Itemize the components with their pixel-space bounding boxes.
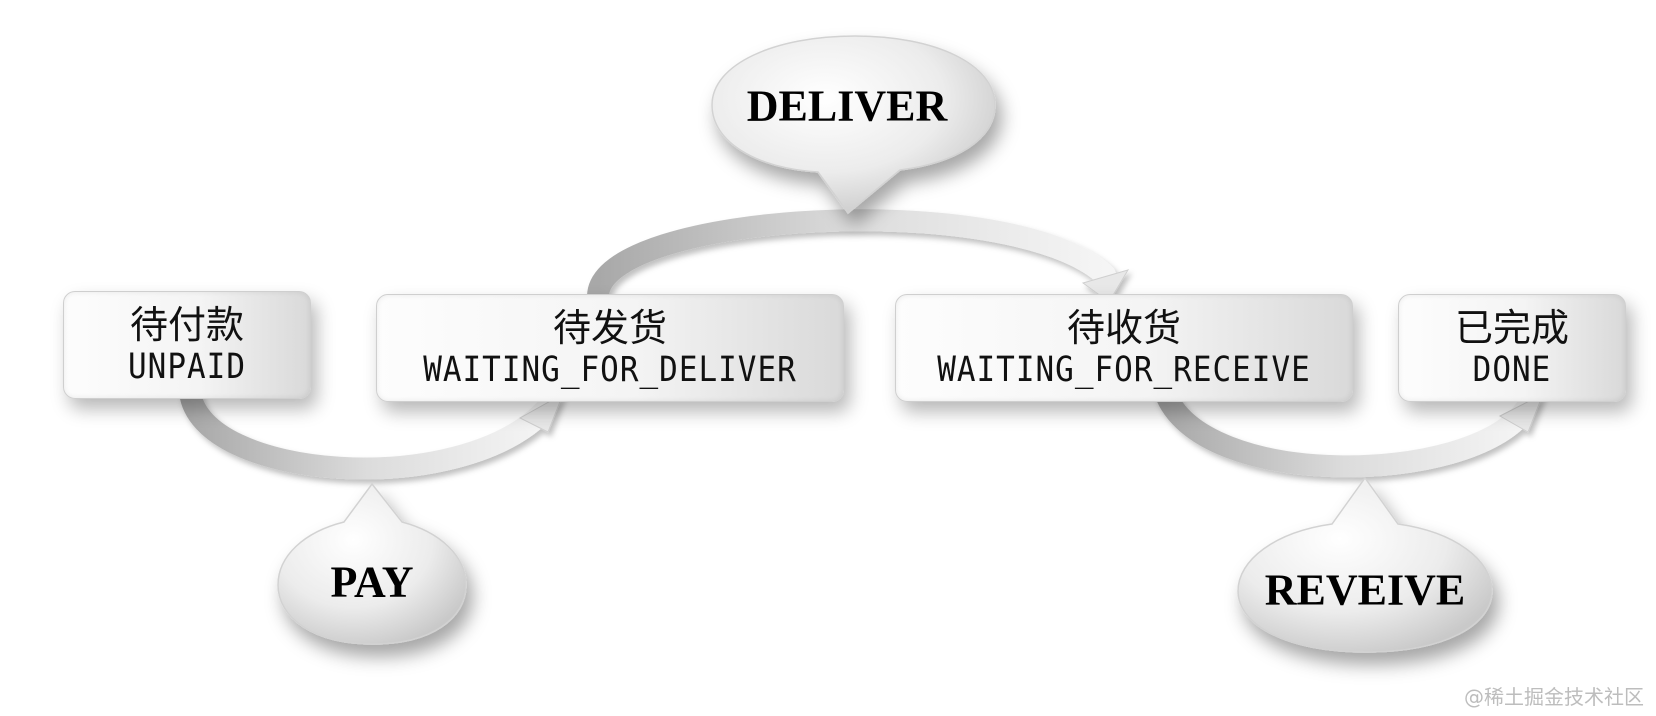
state-waiting-for-deliver-cn: 待发货 [552, 306, 667, 350]
watermark: @稀土掘金技术社区 [1464, 685, 1644, 709]
state-done-en: DONE [1472, 349, 1552, 391]
state-waiting-for-receive: 待收货 WAITING_FOR_RECEIVE [895, 294, 1353, 402]
deliver-arrow [587, 209, 1130, 307]
transition-label-pay: PAY [330, 557, 414, 607]
pay-bubble [277, 482, 467, 645]
state-unpaid: 待付款 UNPAID [63, 291, 311, 399]
receive-arrow [1154, 381, 1544, 478]
state-waiting-for-receive-cn: 待收货 [1066, 306, 1181, 350]
deliver-bubble [711, 35, 996, 215]
receive-bubble [1237, 476, 1493, 653]
transition-label-deliver: DELIVER [746, 81, 948, 131]
transition-label-receive: REVEIVE [1264, 565, 1466, 615]
state-done: 已完成 DONE [1398, 294, 1626, 402]
state-waiting-for-deliver-en: WAITING_FOR_DELIVER [423, 349, 797, 391]
state-waiting-for-receive-en: WAITING_FOR_RECEIVE [937, 349, 1311, 391]
state-unpaid-en: UNPAID [128, 346, 246, 388]
state-waiting-for-deliver: 待发货 WAITING_FOR_DELIVER [376, 294, 844, 402]
pay-arrow [179, 381, 564, 480]
state-unpaid-cn: 待付款 [129, 303, 244, 347]
state-done-cn: 已完成 [1454, 306, 1569, 350]
